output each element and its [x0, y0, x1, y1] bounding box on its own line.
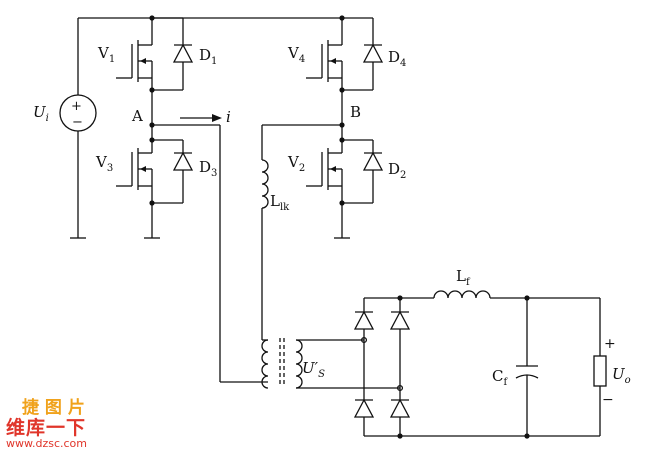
cf-label: Cf [492, 367, 508, 388]
inductor-llk: Llk [261, 159, 290, 340]
transformer: U′S [220, 338, 325, 389]
watermark-text: 维库一下 [6, 417, 87, 439]
node-a: A i [131, 107, 231, 382]
watermark-url: www.dzsc.com [6, 437, 88, 450]
llk-label: Llk [270, 192, 290, 213]
switch-v1: V1 [97, 18, 153, 125]
junction-dots [149, 15, 530, 439]
v2-label: V2 [287, 153, 305, 174]
output-plus-sign: + [604, 336, 616, 352]
diode-d3: D3 [152, 139, 217, 204]
diode-d4: D4 [342, 17, 406, 91]
output-load: + − Uo [593, 298, 631, 436]
source-plus-sign: + [71, 99, 82, 114]
node-a-label: A [131, 107, 143, 125]
switch-v2: V2 [287, 125, 350, 239]
source-minus-sign: − [72, 115, 83, 130]
output-voltage-label: Uo [612, 365, 631, 386]
switch-v3: V3 [95, 125, 160, 239]
current-label: i [226, 108, 231, 126]
secondary-voltage-label: U′S [302, 359, 325, 380]
node-b-label: B [350, 103, 361, 121]
d3-label: D3 [199, 158, 217, 179]
output-minus-sign: − [602, 392, 614, 408]
filter-capacitor-cf: Cf [492, 298, 539, 436]
v1-label: V1 [97, 44, 115, 65]
switch-v4: V4 [287, 18, 343, 125]
diode-d2: D2 [342, 139, 406, 204]
watermark: 捷 图 片 维库一下 www.dzsc.com [2, 393, 152, 453]
source-label: Ui [33, 103, 49, 124]
lf-label: Lf [456, 267, 471, 288]
filter-inductor-lf: Lf [433, 267, 600, 299]
input-source: + − Ui [33, 17, 342, 239]
watermark-logo: 捷 图 片 [22, 398, 85, 418]
diode-d1: D1 [152, 17, 217, 91]
d2-label: D2 [388, 160, 406, 181]
v3-label: V3 [95, 153, 113, 174]
d4-label: D4 [388, 48, 406, 69]
node-b: B [261, 103, 361, 160]
v4-label: V4 [287, 44, 305, 65]
d1-label: D1 [199, 46, 217, 67]
rectifier-bridge [296, 297, 600, 437]
